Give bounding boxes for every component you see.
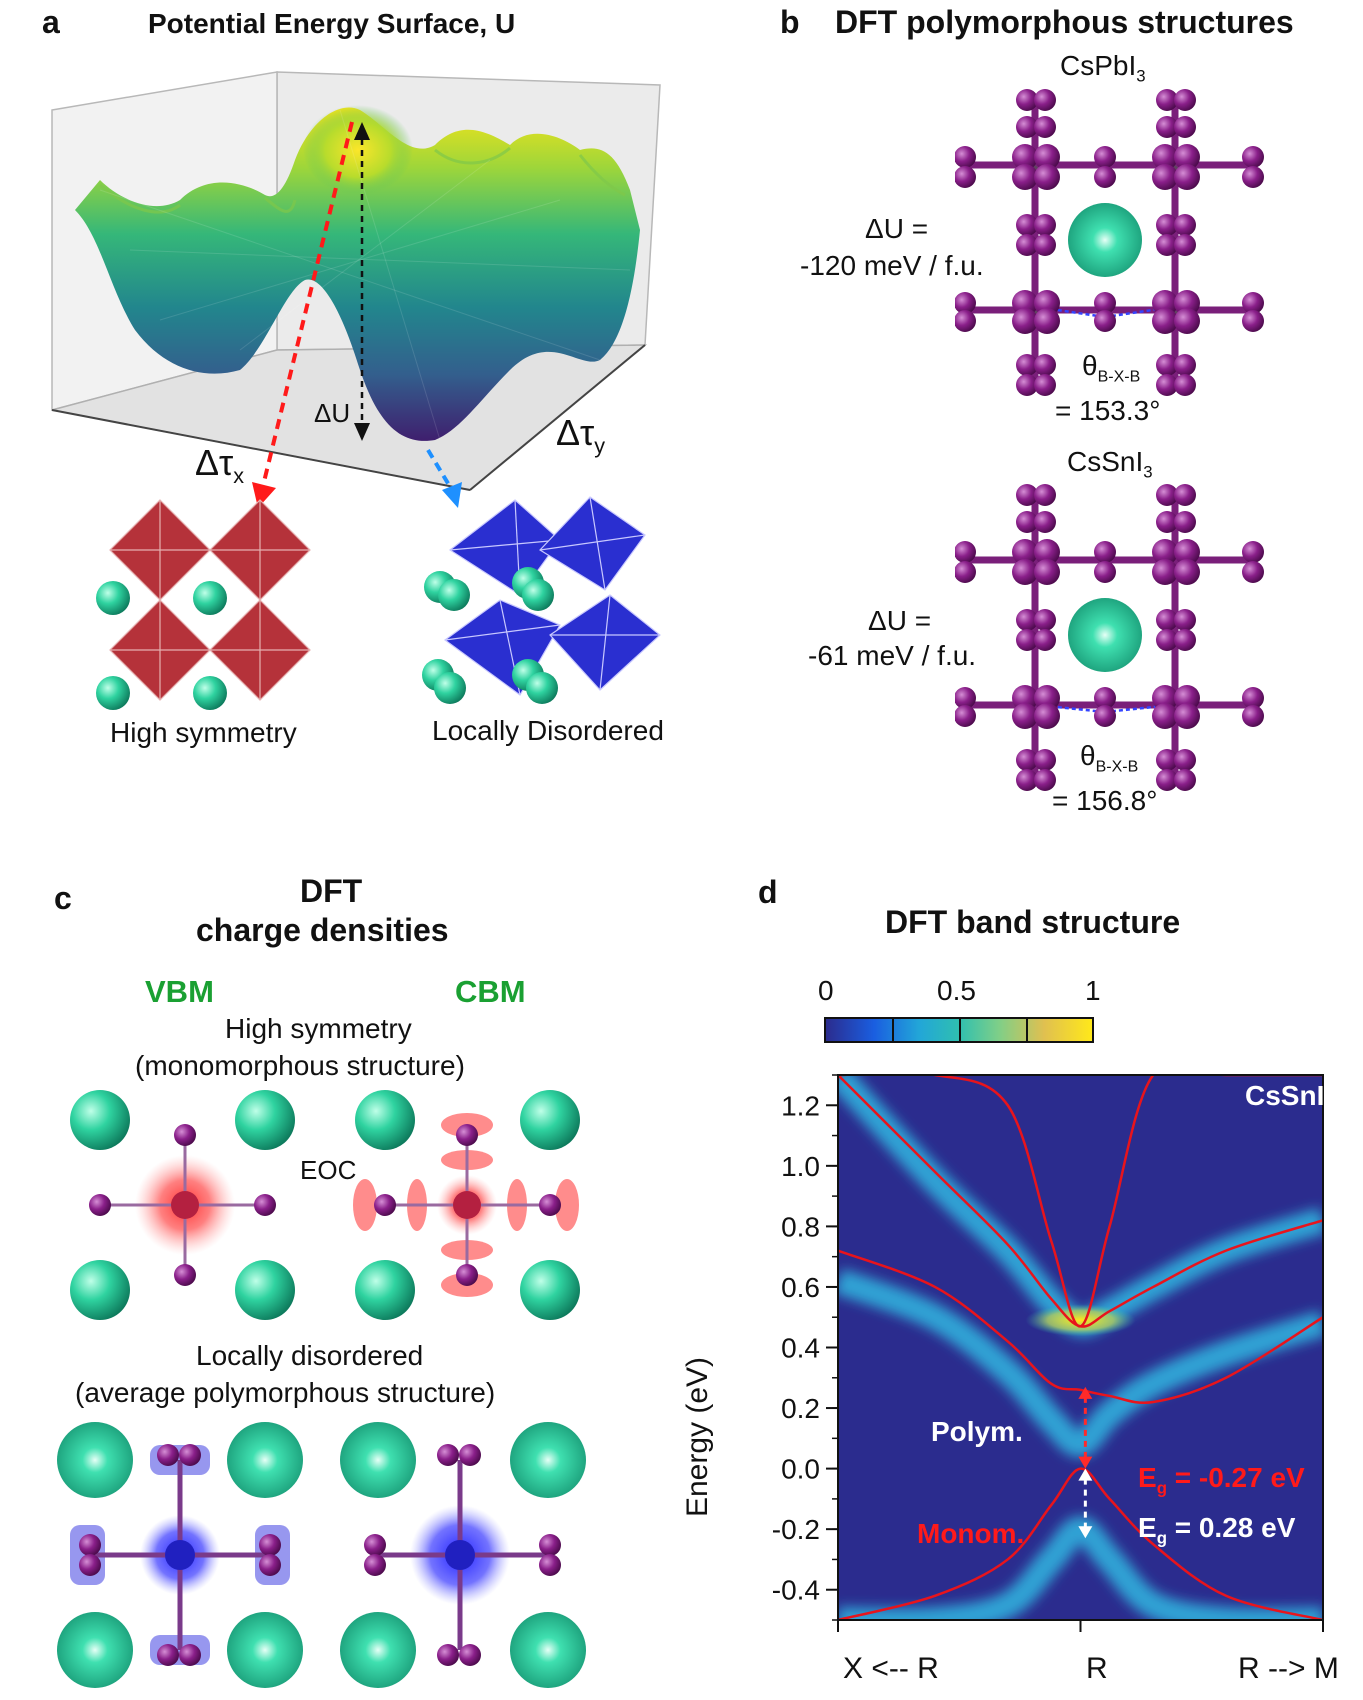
y-tick-label: 0.2 [781, 1393, 820, 1424]
delta-tau-x-sub: x [233, 463, 245, 489]
colorbar [824, 1017, 1094, 1043]
y-axis-label: Energy (eV) [681, 1356, 715, 1518]
eg-mono-sub: g [1156, 1478, 1167, 1498]
band-structure-plot: -0.4 -0.2 0.0 0.2 0.4 0.6 0.8 1.0 1.2 [772, 1074, 1324, 1632]
high-symmetry-line2: (monomorphous structure) [135, 1050, 465, 1081]
eg-mono-e: E [1138, 1462, 1157, 1493]
octahedron-red [109, 599, 211, 701]
octahedron-red [109, 499, 211, 601]
locally-disordered-line1: Locally disordered [196, 1340, 424, 1371]
cssni3-theta-label: θB-X-B [1080, 740, 1138, 777]
delta-u-label: ΔU [314, 398, 351, 428]
structure-name-text: CsPbI [1060, 50, 1137, 81]
cssni3-delta-u-line2: -61 meV / f.u. [808, 640, 977, 671]
locally-disordered-line2: (average polymorphous structure) [75, 1377, 496, 1408]
polymorphous-band-1 [838, 1268, 1323, 1458]
colorbar-tick: 0.5 [937, 975, 976, 1006]
cspbi3-delta-u-line1: ΔU = [865, 213, 929, 244]
high-symmetry-structure [96, 499, 311, 710]
cspbi3-delta-u-line2: -120 meV / f.u. [800, 250, 984, 281]
monomorphous-band-0 [838, 1467, 1323, 1620]
x-tick-label: R [1086, 1652, 1108, 1685]
eg-poly-sub: g [1156, 1528, 1167, 1548]
octahedron-blue [549, 594, 661, 691]
panel-c-title-line2: charge densities [196, 912, 449, 948]
panel-b-label: b [780, 4, 800, 40]
y-tick-label: 0.8 [781, 1211, 820, 1242]
panel-d-title: DFT band structure [885, 904, 1181, 940]
panel-a-label: a [42, 4, 60, 40]
polym-label: Polym. [931, 1416, 1023, 1447]
y-tick-label: -0.4 [772, 1575, 820, 1606]
structure-name-cspbi3: CsPbI3 [1060, 50, 1146, 87]
octahedron-blue [539, 496, 646, 591]
theta-symbol: θ [1082, 350, 1098, 381]
polymorphous-charge-densities [57, 1422, 586, 1688]
colorbar-tick: 1 [1085, 975, 1101, 1006]
cssni3-structure [955, 484, 1264, 791]
delta-tau-y-label: Δτy [556, 412, 605, 459]
structure-name-cssni3: CsSnI3 [1067, 446, 1153, 483]
high-symmetry-label: High symmetry [110, 717, 297, 748]
locally-disordered-label: Locally Disordered [432, 715, 664, 746]
delta-tau-y-text: Δτ [556, 412, 595, 453]
cspbi3-theta-label: θB-X-B [1082, 350, 1140, 387]
cssni3-delta-u-line1: ΔU = [868, 605, 932, 636]
y-tick-label: 0.6 [781, 1272, 820, 1303]
colorbar-tick: 0 [818, 975, 834, 1006]
y-tick-label: 0.0 [781, 1454, 820, 1485]
panel-c-title-line1: DFT [300, 873, 363, 909]
monomorphous-band-3 [838, 1075, 1323, 1328]
cssni3-angle: = 156.8° [1052, 785, 1158, 816]
eg-mono-label: Eg = -0.27 eV [1138, 1462, 1305, 1499]
eg-poly-value: = 0.28 eV [1166, 1512, 1296, 1543]
y-tick-label: -0.2 [772, 1514, 820, 1545]
structure-name-text: CsSnI [1067, 446, 1144, 477]
y-tick-label: 0.4 [781, 1333, 820, 1364]
octahedron-red [209, 599, 311, 701]
monomorphous-band-1 [838, 1249, 1323, 1404]
cspbi3-structure [955, 89, 1264, 396]
delta-tau-x-label: Δτx [195, 442, 244, 489]
cbm-label: CBM [455, 974, 526, 1009]
delta-tau-y-sub: y [594, 433, 606, 459]
monom-label: Monom. [917, 1518, 1025, 1549]
monomorphous-gap-arrow [1078, 1386, 1093, 1469]
polymorphous-gap-arrow [1078, 1468, 1093, 1539]
octahedron-red [209, 499, 311, 601]
delta-tau-x-text: Δτ [195, 442, 234, 483]
high-symmetry-line1: High symmetry [225, 1013, 412, 1044]
panel-c-label: c [54, 880, 72, 916]
material-text: CsSnI [1245, 1080, 1325, 1111]
structure-name-sub: 3 [1143, 462, 1153, 482]
eg-mono-value: = -0.27 eV [1166, 1462, 1305, 1493]
eoc-label: EOC [300, 1155, 357, 1185]
y-tick-label: 1.2 [781, 1090, 820, 1121]
theta-sub: B-X-B [1097, 368, 1141, 386]
panel-a-title: Potential Energy Surface, U [148, 8, 516, 39]
theta-symbol: θ [1080, 740, 1096, 771]
x-tick-label: R --> M [1238, 1652, 1339, 1685]
potential-energy-surface [51, 71, 661, 508]
panel-d-label: d [758, 874, 778, 910]
x-tick-label: X <-- R [843, 1652, 939, 1685]
cbm-intensity-spot [1025, 1304, 1136, 1337]
vbm-label: VBM [145, 974, 214, 1009]
eg-poly-label: Eg = 0.28 eV [1138, 1512, 1295, 1549]
theta-sub: B-X-B [1095, 758, 1139, 776]
locally-disordered-structure [422, 496, 661, 704]
structure-name-sub: 3 [1136, 66, 1146, 86]
y-tick-label: 1.0 [781, 1151, 820, 1182]
panel-b-title: DFT polymorphous structures [835, 4, 1294, 40]
cspbi3-angle: = 153.3° [1055, 395, 1161, 426]
eg-poly-e: E [1138, 1512, 1157, 1543]
monomorphous-charge-densities [70, 1090, 580, 1320]
material-label: CsSnI3 [1245, 1080, 1334, 1117]
material-sub: 3 [1324, 1096, 1334, 1116]
